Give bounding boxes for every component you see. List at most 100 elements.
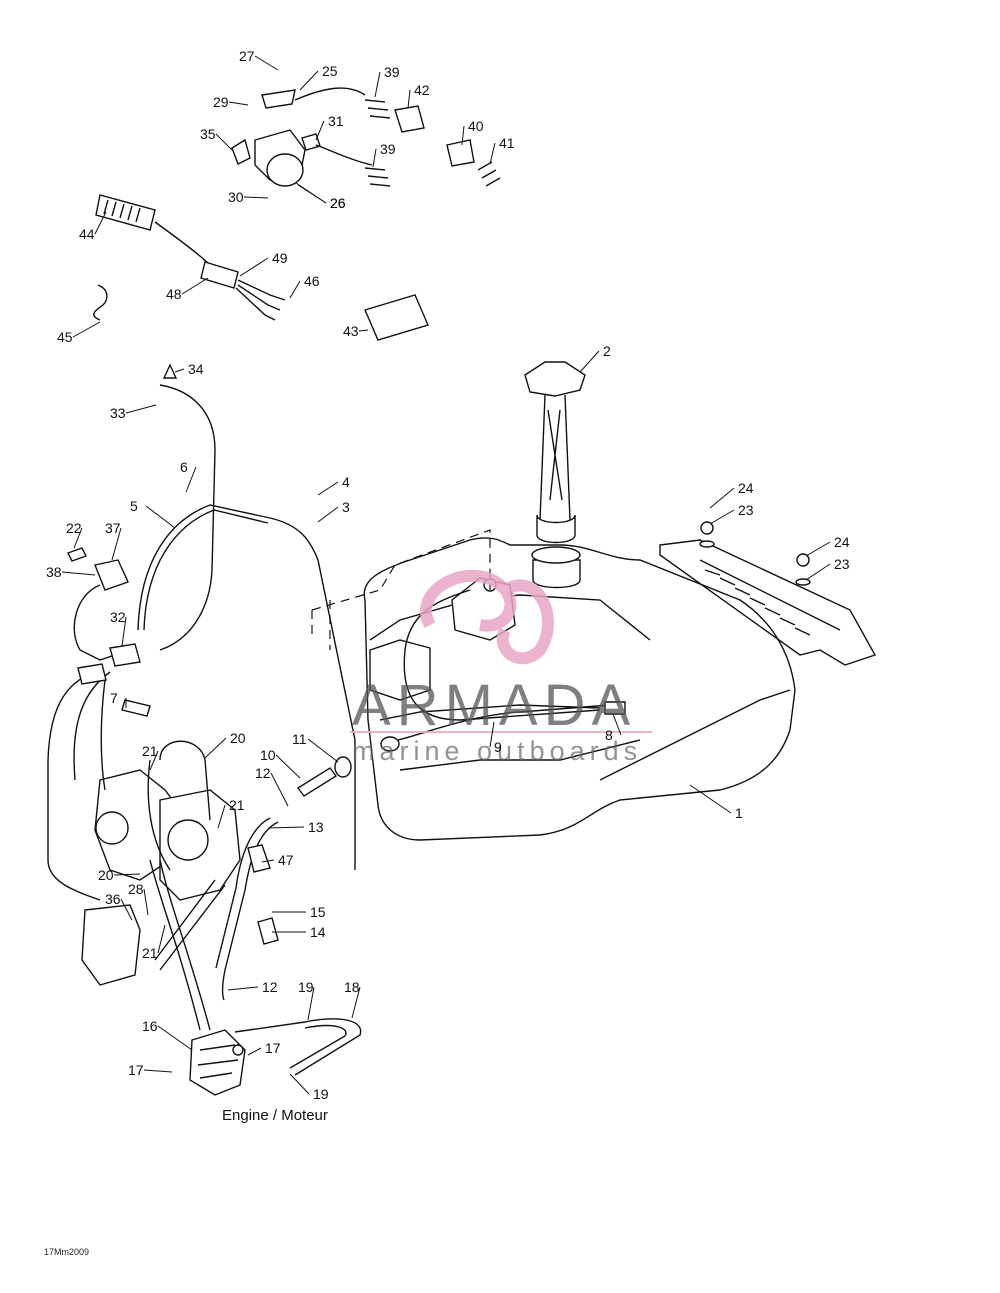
fitting-8 [604,701,626,715]
terminal-39 [364,99,391,187]
grommet-11 [334,756,352,778]
callout-leader-48 [181,277,209,295]
callout-leader-13 [267,826,305,829]
callout-leader-6 [185,466,197,493]
callout-13: 13 [308,819,324,835]
callout-48: 48 [166,286,182,302]
callout-23: 23 [834,556,850,572]
callout-leader-9 [489,721,495,748]
callout-leader-19 [289,1073,310,1095]
callout-leader-20 [113,873,141,876]
lead-48 [154,221,211,266]
callout-32: 32 [110,609,126,625]
callout-20: 20 [230,730,246,746]
vent-line-33 [159,384,216,651]
tank-support-bracket [659,521,877,666]
callout-45: 45 [57,329,73,345]
callout-leader-42 [407,89,411,109]
callout-47: 47 [278,852,294,868]
callout-leader-43 [358,329,369,332]
callout-leader-19 [307,986,315,1021]
callout-leader-17 [247,1047,262,1056]
pump-line [149,859,211,1031]
leads-46 [235,279,286,321]
tank-reference-outline [311,529,491,650]
callout-19: 19 [313,1086,329,1102]
callout-4: 4 [342,474,350,490]
callout-leader-27 [254,55,279,71]
callout-leader-38 [61,571,96,576]
switch-assembly [231,87,373,187]
wire-harness [47,584,131,901]
engine-caption: Engine / Moteur [222,1107,328,1124]
fuel-hose-13 [221,821,279,1001]
vent-valve-34 [162,363,178,379]
fuel-line-9 [397,704,611,741]
callout-leader-45 [72,321,101,338]
callout-leader-16 [157,1025,193,1051]
terminal-41 [477,161,501,187]
callout-leader-24 [805,541,831,557]
fuel-pump [189,1029,246,1096]
connector-42 [394,105,425,133]
callout-42: 42 [414,82,430,98]
callout-3: 3 [342,499,350,515]
callout-29: 29 [213,94,229,110]
callout-leader-8 [612,713,622,736]
callout-39: 39 [380,141,396,157]
callout-leader-36 [120,898,133,921]
sensor-7 [121,699,151,717]
callout-18: 18 [344,979,360,995]
fuel-line-5b [143,509,269,631]
sleeve-47 [247,844,271,873]
callout-33: 33 [110,405,126,421]
callout-leader-12 [227,986,259,991]
callout-24: 24 [738,480,754,496]
callout-44: 44 [79,226,95,242]
callout-leader-3 [317,506,339,523]
connector-37 [94,559,129,591]
callout-leader-21 [157,924,166,954]
fuel-line-5 [137,504,356,870]
callout-20: 20 [98,867,114,883]
callout-leader-21 [149,750,159,771]
connector-32b [77,663,107,685]
watermark-tagline: marine outboards [352,736,642,766]
callout-28: 28 [128,881,144,897]
watermark-brand: ARMADA [352,673,636,738]
callout-leader-30 [243,196,269,199]
capacitor-48 [200,261,239,289]
callout-leader-31 [315,120,325,141]
callout-leader-5 [145,505,176,529]
callout-leader-41 [489,142,496,165]
callout-leader-1 [689,784,732,814]
callout-21: 21 [142,743,158,759]
callout-30: 30 [228,189,244,205]
callout-12: 12 [262,979,278,995]
callout-40: 40 [468,118,484,134]
callout-21: 21 [142,945,158,961]
callout-leader-23 [709,509,735,525]
callout-leader-12 [270,772,289,807]
callout-17: 17 [128,1062,144,1078]
callout-leader-37 [111,527,122,561]
callout-12: 12 [255,765,271,781]
callout-27: 27 [239,48,255,64]
callout-37: 37 [105,520,121,536]
callout-23: 23 [738,502,754,518]
callout-38: 38 [46,564,62,580]
callout-leader-23 [805,563,831,581]
callout-leader-24 [709,487,735,509]
callout-leader-2 [579,350,600,373]
callout-leader-21 [217,804,226,829]
callout-35: 35 [200,126,216,142]
callout-39: 39 [384,64,400,80]
clip-22 [67,547,87,562]
callout-1: 1 [735,805,743,821]
fuel-hose-13b [215,817,271,969]
callout-leader-44 [94,211,107,235]
callout-leader-47 [261,859,275,863]
callout-leader-22 [73,527,83,549]
callout-labels: 1234567891011121213141516171718191920202… [46,48,850,1102]
callout-leader-4 [317,481,339,496]
